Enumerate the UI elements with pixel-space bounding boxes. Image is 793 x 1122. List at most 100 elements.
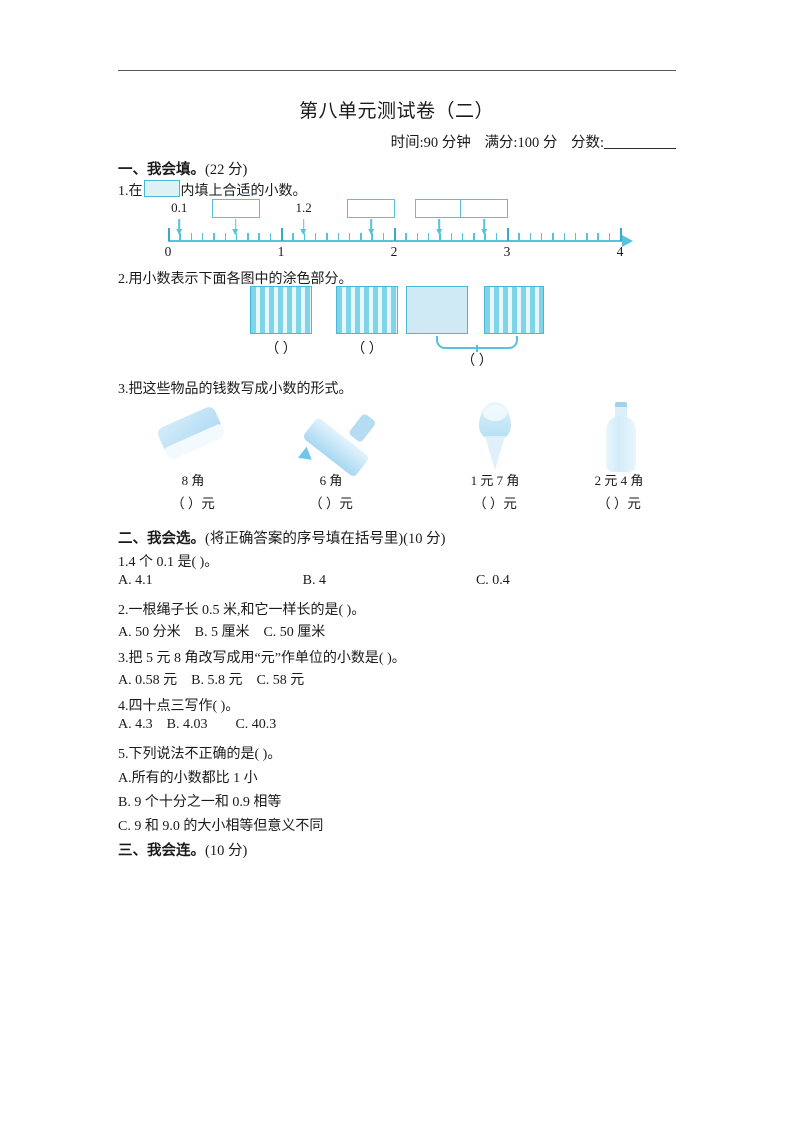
score-blank[interactable] [604, 148, 676, 149]
ice-cream-answer-blank[interactable]: （ ）元 [473, 496, 517, 511]
pointer-value-label: 0.1 [171, 200, 188, 215]
axis-tick-minor [292, 233, 294, 241]
price-item-bottle: 2 元 4 角 （ ）元 [554, 400, 684, 515]
section-2-heading: 二、我会选。(将正确答案的序号填在括号里)(10 分) [118, 527, 445, 548]
axis-label: 2 [390, 244, 398, 259]
axis-tick-major [620, 228, 622, 241]
rect-figure-3 [406, 286, 468, 334]
q2-1-option-c[interactable]: C. 0.4 [475, 573, 510, 588]
q2-2-option-b[interactable]: B. 5 厘米 [194, 625, 250, 640]
axis-tick-major [394, 228, 396, 241]
question-1-3-stem: 3.把这些物品的钱数写成小数的形式。 [118, 382, 353, 397]
axis-tick-minor [552, 233, 554, 241]
answer-paren-3[interactable]: （ ） [461, 354, 493, 369]
section-3-heading: 三、我会连。(10 分) [118, 839, 247, 860]
question-2-5-option-b[interactable]: B. 9 个十分之一和 0.9 相等 [118, 795, 282, 810]
axis-label: 0 [164, 244, 172, 259]
rect-figure-2 [336, 286, 398, 334]
answer-box-numberline[interactable] [347, 199, 396, 218]
question-1-2-stem: 2.用小数表示下面各图中的涂色部分。 [118, 272, 353, 287]
section-1-heading: 一、我会填。(22 分) [118, 158, 247, 179]
axis-tick-minor [405, 233, 407, 241]
q2-4-option-c[interactable]: C. 40.3 [235, 717, 277, 732]
price-item-marker: 6 角 （ ）元 [266, 400, 396, 515]
axis-tick-minor [360, 233, 362, 241]
section-2-instruction: (将正确答案的序号填在括号里)(10 分) [205, 531, 446, 547]
q2-4-option-a[interactable]: A. 4.3 [118, 717, 153, 732]
q1-text-before: 1.在 [118, 184, 143, 199]
axis-tick-minor [518, 233, 520, 241]
q2-4-option-b[interactable]: B. 4.03 [166, 717, 208, 732]
axis-tick-minor [450, 233, 453, 241]
pointer-arrow [300, 219, 306, 235]
axis-tick-minor [348, 233, 351, 241]
axis-tick-minor [574, 233, 577, 241]
axis-tick-major [507, 228, 509, 241]
axis-tick-minor [473, 233, 475, 241]
axis-tick-major [281, 228, 283, 241]
bottle-icon [554, 400, 684, 472]
bottle-answer-blank[interactable]: （ ）元 [597, 496, 641, 511]
axis-tick-minor [179, 233, 181, 241]
axis-tick-minor [258, 233, 260, 241]
answer-box-numberline[interactable] [415, 199, 464, 218]
q2-1-option-b[interactable]: B. 4 [302, 573, 326, 588]
eraser-answer-blank[interactable]: （ ）元 [171, 496, 215, 511]
question-2-3-options: A. 0.58 元 B. 5.8 元 C. 58 元 [118, 669, 304, 689]
question-2-2-options: A. 50 分米 B. 5 厘米 C. 50 厘米 [118, 621, 325, 641]
price-items-figure: 8 角 （ ）元 6 角 （ ）元 [118, 400, 678, 515]
axis-tick-minor [529, 233, 532, 241]
answer-box-numberline[interactable] [211, 199, 260, 218]
answer-paren-2[interactable]: （ ） [351, 342, 383, 357]
shaded-rectangles-figure: （ ） （ ） （ ） [118, 286, 678, 369]
section-3-points: (10 分) [205, 843, 248, 859]
number-line-axis [168, 240, 624, 242]
total-points-label: 满分:100 分 [484, 135, 558, 151]
number-line-arrowhead [622, 235, 633, 247]
axis-tick-minor [337, 233, 340, 241]
rect-figure-4 [484, 286, 544, 334]
axis-tick-minor [586, 233, 588, 241]
answer-box-numberline[interactable] [460, 199, 509, 218]
q2-2-option-a[interactable]: A. 50 分米 [118, 625, 181, 640]
section-2-title: 二、我会选。 [118, 531, 205, 547]
pointer-value-label: 1.2 [295, 200, 312, 215]
q2-3-option-b[interactable]: B. 5.8 元 [191, 673, 243, 688]
axis-tick-minor [269, 233, 272, 241]
exam-meta: 时间:90 分钟 满分:100 分 分数: [118, 131, 676, 152]
q2-3-option-c[interactable]: C. 58 元 [256, 673, 305, 688]
q1-text-after: 内填上合适的小数。 [180, 184, 307, 199]
axis-tick-minor [326, 233, 328, 241]
axis-tick-minor [201, 233, 204, 241]
price-item-eraser: 8 角 （ ）元 [128, 400, 258, 515]
q2-3-option-a[interactable]: A. 0.58 元 [118, 673, 178, 688]
question-2-5-option-a[interactable]: A.所有的小数都比 1 小 [118, 771, 258, 786]
question-2-4-stem: 4.四十点三写作( )。 [118, 699, 240, 714]
q2-1-option-a[interactable]: A. 4.1 [118, 573, 153, 588]
ice-cream-price: 1 元 7 角 [470, 473, 520, 488]
axis-tick-minor [608, 233, 611, 241]
axis-tick-major [168, 228, 170, 241]
axis-tick-minor [563, 233, 566, 241]
pointer-arrow [176, 219, 182, 235]
axis-tick-minor [235, 233, 238, 241]
answer-box-inline[interactable] [143, 180, 180, 197]
axis-tick-minor [224, 233, 227, 241]
q2-2-option-c[interactable]: C. 50 厘米 [263, 625, 326, 640]
axis-tick-minor [213, 233, 215, 241]
axis-tick-minor [484, 233, 486, 241]
question-2-5-option-c[interactable]: C. 9 和 9.0 的大小相等但意义不同 [118, 819, 324, 834]
question-2-1-options: A. 4.1 B. 4 C. 0.4 [118, 573, 510, 589]
axis-label: 4 [616, 244, 624, 259]
score-label: 分数: [570, 135, 604, 151]
axis-tick-minor [427, 233, 430, 241]
question-1-1-stem: 1.在 内填上合适的小数。 [118, 180, 307, 200]
marker-answer-blank[interactable]: （ ）元 [309, 496, 353, 511]
section-1-title: 一、我会填。 [118, 162, 205, 178]
answer-paren-1[interactable]: （ ） [265, 342, 297, 357]
page-title: 第八单元测试卷（二） [298, 101, 494, 122]
section-1-points: (22 分) [205, 162, 248, 178]
axis-label: 3 [503, 244, 511, 259]
question-2-4-options: A. 4.3 B. 4.03 C. 40.3 [118, 717, 276, 733]
